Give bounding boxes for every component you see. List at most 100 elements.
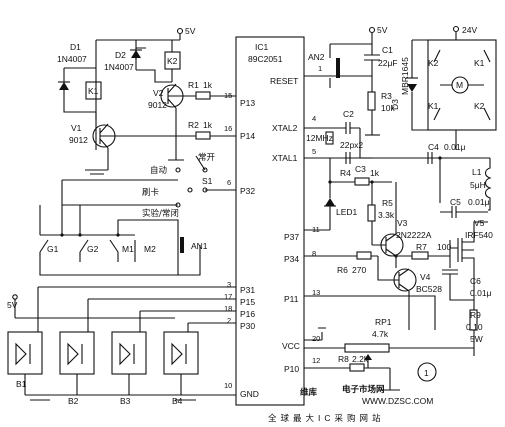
pin-p37: P37 bbox=[284, 232, 299, 242]
r2 bbox=[195, 131, 211, 140]
c4-val: 0.01μ bbox=[444, 142, 466, 152]
pin-num-16: 16 bbox=[224, 124, 232, 133]
pin-p10: P10 bbox=[284, 364, 299, 374]
pin-p14: P14 bbox=[240, 131, 255, 141]
pin-vcc: VCC bbox=[282, 341, 300, 351]
rp1-ref: RP1 bbox=[375, 317, 392, 327]
s1-ref: S1 bbox=[202, 176, 213, 186]
pin-gnd: GND bbox=[240, 389, 259, 399]
r6 bbox=[356, 251, 372, 260]
v3-ref: V3 bbox=[397, 218, 408, 228]
an1-ref: AN1 bbox=[191, 241, 208, 251]
l1-val: 5μH bbox=[470, 180, 486, 190]
b2-ref: B2 bbox=[68, 396, 79, 406]
watermark-brand: 维库 bbox=[300, 387, 318, 397]
r3-val: 10k bbox=[381, 103, 395, 113]
c2c3-val: 22px2 bbox=[340, 140, 363, 150]
pin-p32: P32 bbox=[240, 186, 255, 196]
v1-type: 9012 bbox=[69, 135, 88, 145]
pin-num-13: 13 bbox=[312, 288, 320, 297]
r9-ref: R9 bbox=[470, 310, 481, 320]
k2-contact-a: K2 bbox=[428, 58, 439, 68]
m1-ref: M1 bbox=[122, 244, 134, 254]
r4-ref: R4 bbox=[340, 168, 351, 178]
supply-5v-right: 5V bbox=[377, 25, 388, 35]
d2-ref: D2 bbox=[115, 50, 126, 60]
c6-ref: C6 bbox=[470, 276, 481, 286]
r6-ref: R6 bbox=[337, 265, 348, 275]
crystal bbox=[325, 131, 334, 145]
watermark-url: WWW.DZSC.COM bbox=[362, 396, 433, 406]
c3-ref: C3 bbox=[355, 164, 366, 174]
r5-val: 3.3k bbox=[378, 210, 395, 220]
c5-ref: C5 bbox=[450, 197, 461, 207]
gate-driver-section: R4 1k LED1 R5 3.3k V3 2N2222A R6 270 V4 … bbox=[304, 157, 490, 330]
d2-type: 1N4007 bbox=[104, 62, 134, 72]
motor-ref: M bbox=[456, 80, 463, 90]
watermark-slogan: 全球最大IC采购网站 bbox=[268, 413, 385, 423]
pin-num-2: 2 bbox=[227, 316, 231, 325]
led1-ref: LED1 bbox=[336, 207, 358, 217]
r7-val: 100 bbox=[437, 242, 451, 252]
pin-num-8: 8 bbox=[312, 249, 316, 258]
ic1-ref: IC1 bbox=[255, 42, 269, 52]
supply-5v-left: 5V bbox=[7, 300, 18, 310]
d3-type: MBR1645 bbox=[400, 57, 410, 95]
v1-ref: V1 bbox=[71, 123, 82, 133]
r1-val: 1k bbox=[203, 80, 213, 90]
r4-val: 1k bbox=[370, 168, 380, 178]
pin-p30: P30 bbox=[240, 321, 255, 331]
r5 bbox=[367, 204, 376, 222]
pin-num-4: 4 bbox=[312, 114, 316, 123]
watermark-title: 电子市场网 bbox=[342, 384, 385, 394]
rp1-val: 4.7k bbox=[372, 329, 389, 339]
pin-p31: P31 bbox=[240, 285, 255, 295]
pin-num-3: 3 bbox=[227, 280, 231, 289]
pin-xtal1: XTAL1 bbox=[272, 153, 298, 163]
r1 bbox=[195, 91, 211, 100]
r8-ref: R8 bbox=[338, 354, 349, 364]
r7-ref: R7 bbox=[416, 242, 427, 252]
r5-ref: R5 bbox=[382, 198, 393, 208]
d1-type: 1N4007 bbox=[57, 54, 87, 64]
pin-num-17: 17 bbox=[224, 292, 232, 301]
xtal-freq: 12MHz bbox=[306, 133, 333, 143]
v2-ref: V2 bbox=[153, 88, 164, 98]
watermark: 维库 电子市场网 WWW.DZSC.COM 全球最大IC采购网站 bbox=[268, 384, 433, 423]
c1-ref: C1 bbox=[382, 45, 393, 55]
an1-button bbox=[180, 237, 184, 253]
d3-ref: D3 bbox=[390, 99, 400, 110]
pin-num-6: 6 bbox=[227, 178, 231, 187]
g2-ref: G2 bbox=[87, 244, 99, 254]
m2-ref: M2 bbox=[144, 244, 156, 254]
circled-1: 1 bbox=[424, 368, 429, 378]
supply-24v: 24V bbox=[462, 25, 477, 35]
r3 bbox=[367, 91, 376, 111]
supply-5v-top: 5V bbox=[185, 26, 196, 36]
v3-type: 2N2222A bbox=[396, 230, 432, 240]
power-section: C4 0.01μ L1 5μH C5 0.01μ V5 IRF540 C6 0.… bbox=[427, 142, 493, 356]
k1-contact-a: K1 bbox=[474, 58, 485, 68]
pin-num-20: 20 bbox=[312, 334, 320, 343]
reset-crystal-section: 5V AN2 C1 22μF R3 10k C2 12MHz 22px2 C3 bbox=[304, 25, 398, 174]
c6-val: 0.01μ bbox=[470, 288, 492, 298]
k1-coil bbox=[85, 81, 102, 100]
label-test-nc: 实验/常闭 bbox=[142, 208, 179, 219]
r2-ref: R2 bbox=[188, 120, 199, 130]
pin-p16: P16 bbox=[240, 309, 255, 319]
label-card: 刷卡 bbox=[142, 187, 160, 198]
sensor-section: 5V B1 B2 B3 B4 bbox=[7, 286, 236, 406]
r8 bbox=[349, 363, 365, 372]
r6-val: 270 bbox=[352, 265, 366, 275]
pin-reset: RESET bbox=[270, 76, 298, 86]
b3-ref: B3 bbox=[120, 396, 131, 406]
v5-ref: V5 bbox=[474, 218, 485, 228]
k1-ref: K1 bbox=[88, 86, 99, 96]
r9-val2: 5W bbox=[470, 334, 483, 344]
r9-val1: 0.10 bbox=[466, 322, 483, 332]
v2-type: 9012 bbox=[148, 100, 167, 110]
pin-p34: P34 bbox=[284, 254, 299, 264]
pin-num-5: 5 bbox=[312, 147, 316, 156]
pin-num-18: 18 bbox=[224, 304, 232, 313]
